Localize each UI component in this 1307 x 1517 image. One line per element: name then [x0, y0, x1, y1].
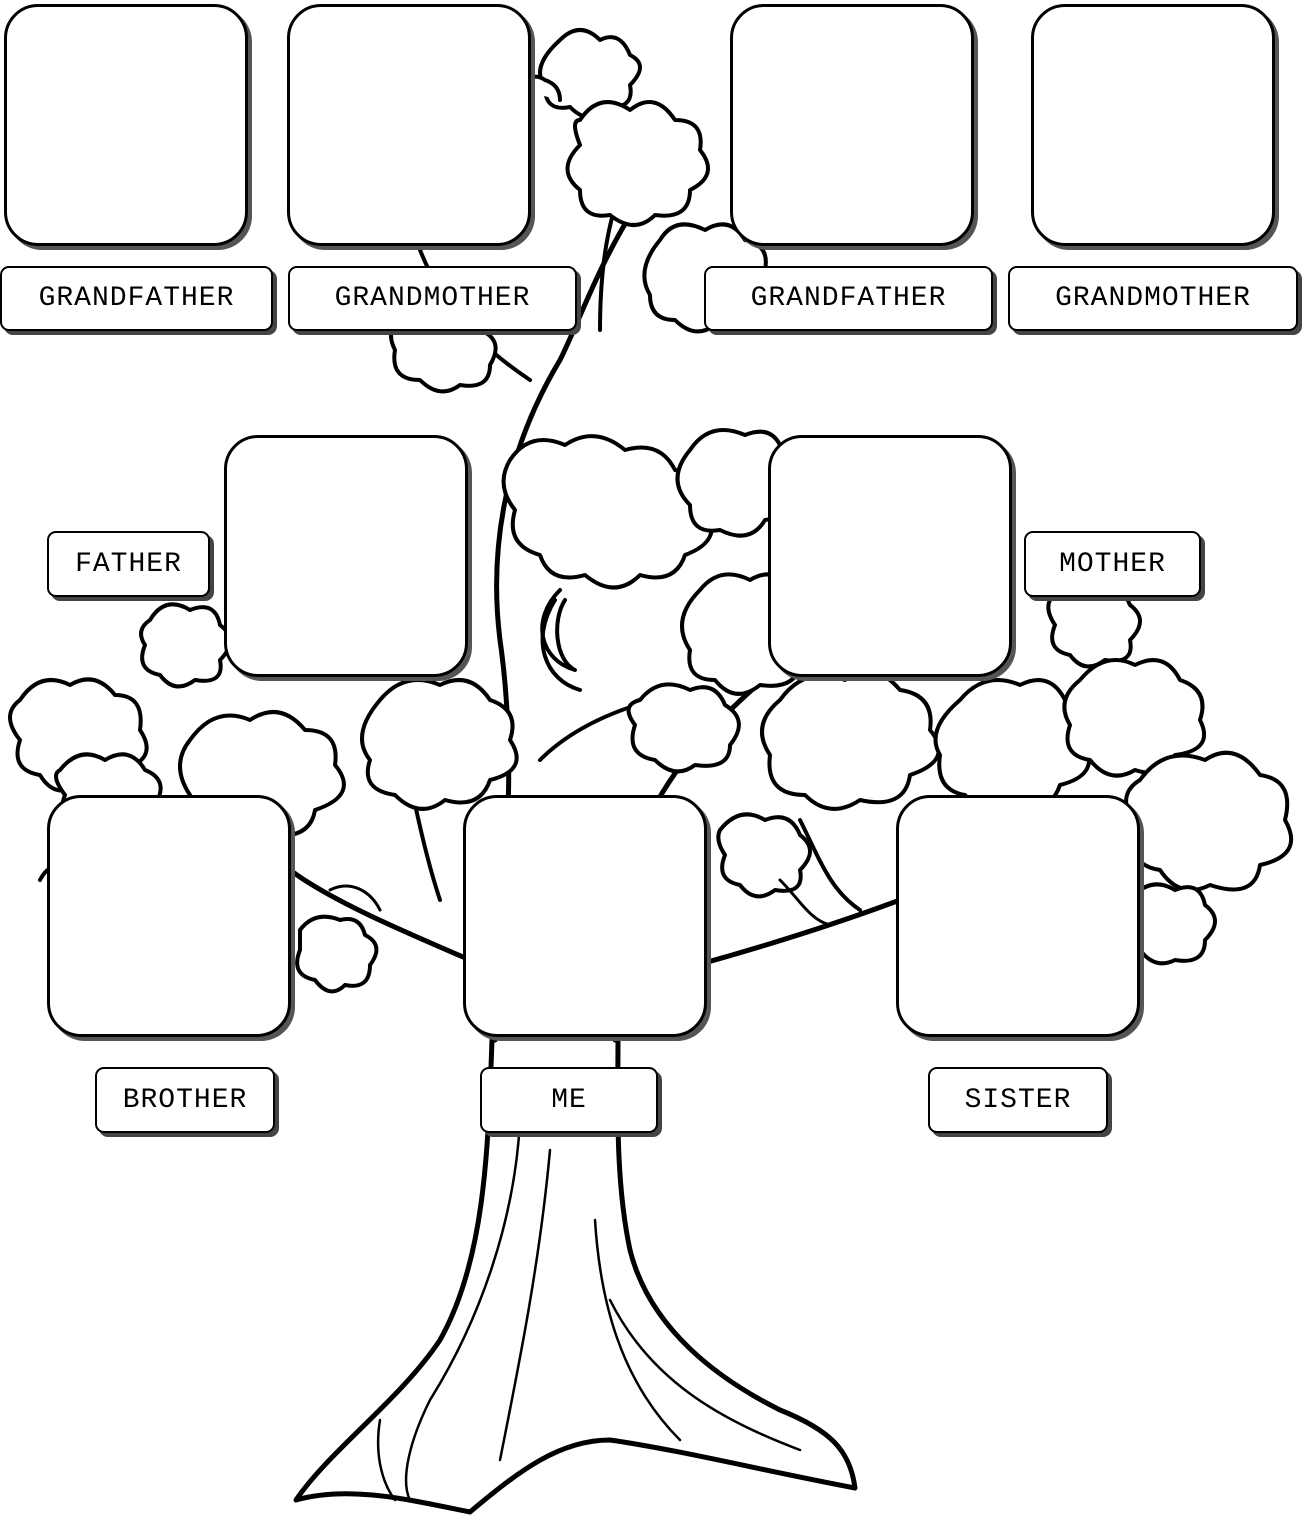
trunk-stripe: [376, 1418, 397, 1502]
photo-frame-maternal-grandmother: [1031, 4, 1275, 246]
label-maternal-grandmother: GRANDMOTHER: [1008, 266, 1298, 331]
tree-branch: [798, 818, 862, 912]
label-father: FATHER: [47, 531, 210, 597]
label-paternal-grandmother: GRANDMOTHER: [288, 266, 577, 331]
tree-trunk: [293, 1037, 858, 1515]
tree-swirl: [778, 878, 832, 927]
trunk-stripe: [608, 1298, 802, 1452]
label-maternal-grandfather: GRANDFATHER: [704, 266, 993, 331]
label-brother: BROTHER: [95, 1067, 275, 1133]
photo-frame-mother: [768, 435, 1012, 677]
tree-branch: [540, 598, 582, 692]
photo-frame-paternal-grandmother: [287, 4, 531, 246]
photo-frame-father: [224, 435, 468, 677]
photo-frame-me: [463, 795, 707, 1037]
label-paternal-grandfather: GRANDFATHER: [0, 266, 273, 331]
photo-frame-sister: [896, 795, 1140, 1037]
leaf-clusters: [8, 28, 1294, 994]
label-me: ME: [480, 1067, 658, 1133]
label-sister: SISTER: [928, 1067, 1108, 1133]
tree-branch: [287, 867, 473, 963]
label-mother: MOTHER: [1024, 531, 1201, 597]
photo-frame-maternal-grandfather: [730, 4, 974, 246]
trunk-stripe: [404, 1118, 522, 1502]
photo-frame-brother: [47, 795, 291, 1037]
tree-swirl: [328, 884, 382, 912]
trunk-stripe: [498, 1148, 552, 1462]
tree-swirl: [540, 588, 577, 672]
trunk-stripe: [593, 1218, 682, 1442]
photo-frame-paternal-grandfather: [4, 4, 248, 246]
